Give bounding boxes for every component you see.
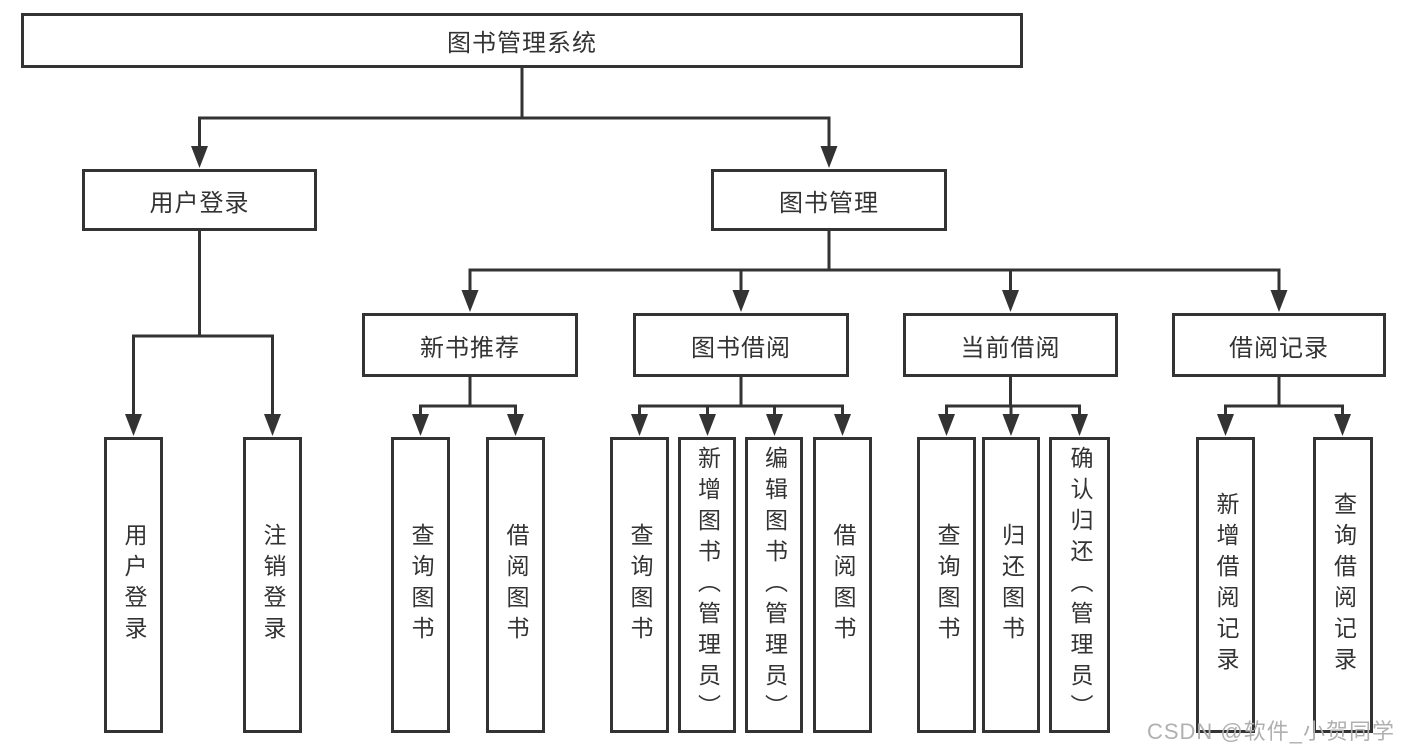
leaf-label: 借阅图书 [503, 523, 529, 647]
leaf-label: 确认归还（管理员） [1067, 445, 1093, 725]
leaf-query-books-recommend: 查询图书 [391, 437, 450, 733]
leaf-add-book-admin: 新增图书（管理员） [678, 437, 736, 733]
leaf-query-borrow-record: 查询借阅记录 [1313, 437, 1373, 733]
node-new-book-recommendation: 新书推荐 [362, 313, 578, 377]
leaf-query-books-current: 查询图书 [917, 437, 976, 733]
leaf-add-borrow-record: 新增借阅记录 [1196, 437, 1255, 733]
leaf-logout: 注销登录 [243, 437, 302, 733]
leaf-label: 查询借阅记录 [1330, 492, 1357, 678]
node-borrowing-records: 借阅记录 [1172, 313, 1386, 377]
leaf-user-login: 用户登录 [104, 437, 163, 733]
leaf-label: 新增借阅记录 [1213, 492, 1239, 678]
leaf-label: 归还图书 [998, 523, 1025, 647]
leaf-label: 注销登录 [260, 523, 286, 647]
leaf-label: 新增图书（管理员） [694, 445, 721, 725]
leaf-borrow-books-recommend: 借阅图书 [486, 437, 545, 733]
arrow-heads [125, 146, 1351, 436]
leaf-query-books-borrow: 查询图书 [610, 437, 669, 733]
node-book-management: 图书管理 [711, 169, 947, 231]
leaf-label: 查询图书 [408, 523, 434, 647]
leaf-label: 查询图书 [934, 523, 960, 647]
leaf-label: 查询图书 [627, 523, 653, 647]
leaf-borrow-books: 借阅图书 [813, 437, 872, 733]
leaf-edit-book-admin: 编辑图书（管理员） [745, 437, 803, 733]
watermark: CSDN @软件_小贺同学 [1146, 719, 1395, 744]
node-root: 图书管理系统 [21, 13, 1023, 68]
leaf-confirm-return-admin: 确认归还（管理员） [1049, 437, 1110, 733]
node-book-borrowing: 图书借阅 [633, 313, 849, 377]
leaf-label: 编辑图书（管理员） [761, 445, 788, 725]
leaf-label: 用户登录 [121, 523, 147, 647]
node-current-borrowing: 当前借阅 [903, 313, 1118, 377]
leaf-label: 借阅图书 [830, 523, 856, 647]
node-user-login: 用户登录 [82, 169, 317, 231]
leaf-return-books: 归还图书 [982, 437, 1040, 733]
